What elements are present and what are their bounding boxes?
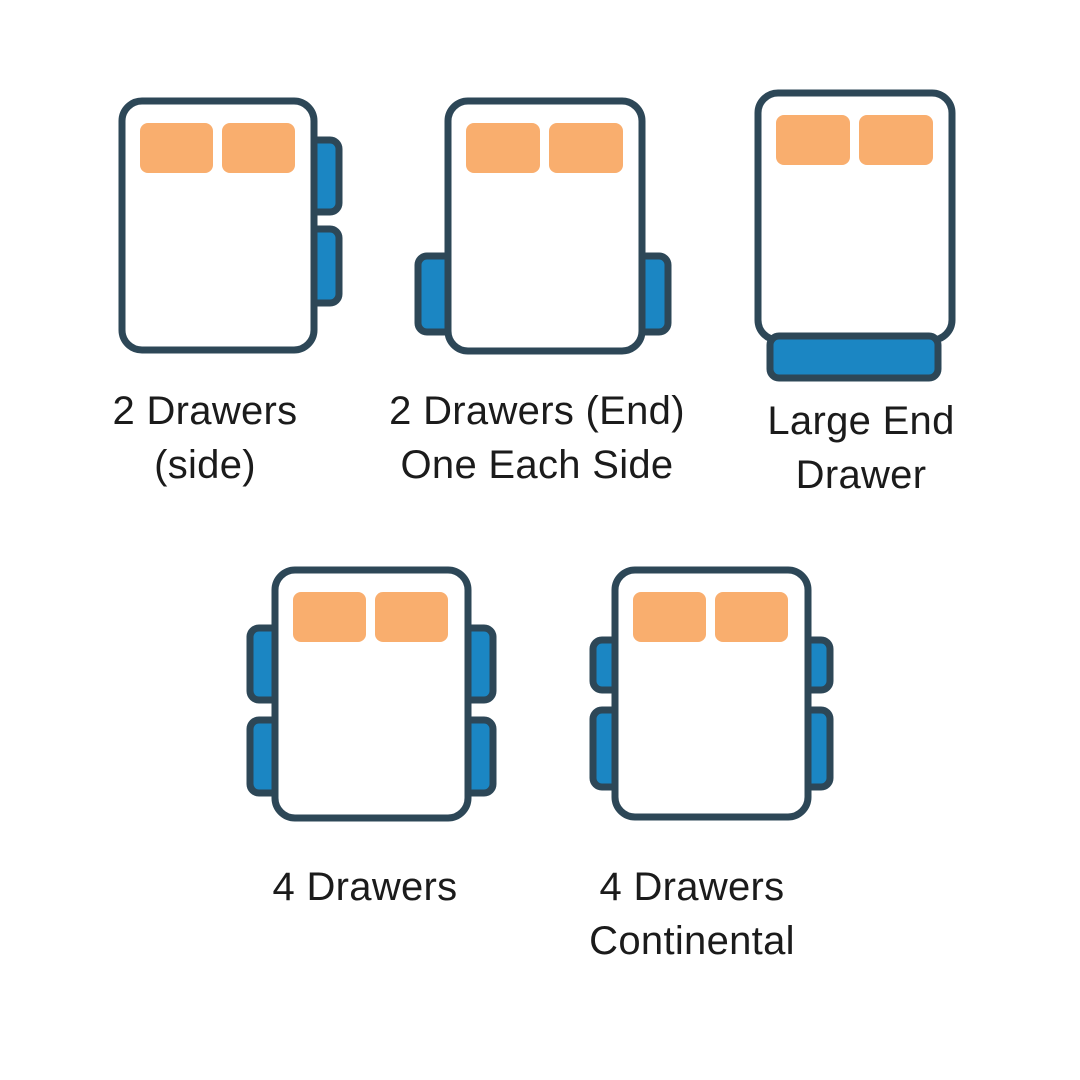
4-drawers-figure [246, 566, 497, 822]
pillow [293, 592, 366, 642]
figure-label-4-drawers: 4 Drawers [273, 860, 458, 914]
label-line: 4 Drawers [272, 865, 458, 909]
large-end-drawer-figure [754, 89, 956, 382]
pillow [222, 123, 295, 173]
pillow [549, 123, 623, 173]
label-line: 2 Drawers (End) [389, 389, 685, 433]
pillow [859, 115, 933, 165]
label-line: One Each Side [400, 443, 674, 487]
label-line: Continental [589, 919, 795, 963]
end-drawer [766, 332, 942, 382]
4-drawers-continental-figure [589, 566, 834, 821]
2-drawers-side-figure [118, 97, 343, 354]
pillow [375, 592, 448, 642]
label-line: (side) [154, 443, 256, 487]
2-drawers-end-one-each-side-figure [414, 97, 672, 355]
pillow [466, 123, 540, 173]
label-line: Drawer [795, 453, 927, 497]
pillow [140, 123, 213, 173]
figure-label-2-drawers-side: 2 Drawers (side) [113, 384, 298, 492]
figure-label-2-drawers-end: 2 Drawers (End) One Each Side [389, 384, 685, 492]
pillow [715, 592, 788, 642]
pillow [633, 592, 706, 642]
label-line: 4 Drawers [599, 865, 785, 909]
figure-label-large-end-drawer: Large End Drawer [767, 394, 954, 502]
pillow [776, 115, 850, 165]
label-line: Large End [767, 399, 955, 443]
label-line: 2 Drawers [112, 389, 298, 433]
figure-label-4-drawers-continental: 4 Drawers Continental [589, 860, 795, 968]
